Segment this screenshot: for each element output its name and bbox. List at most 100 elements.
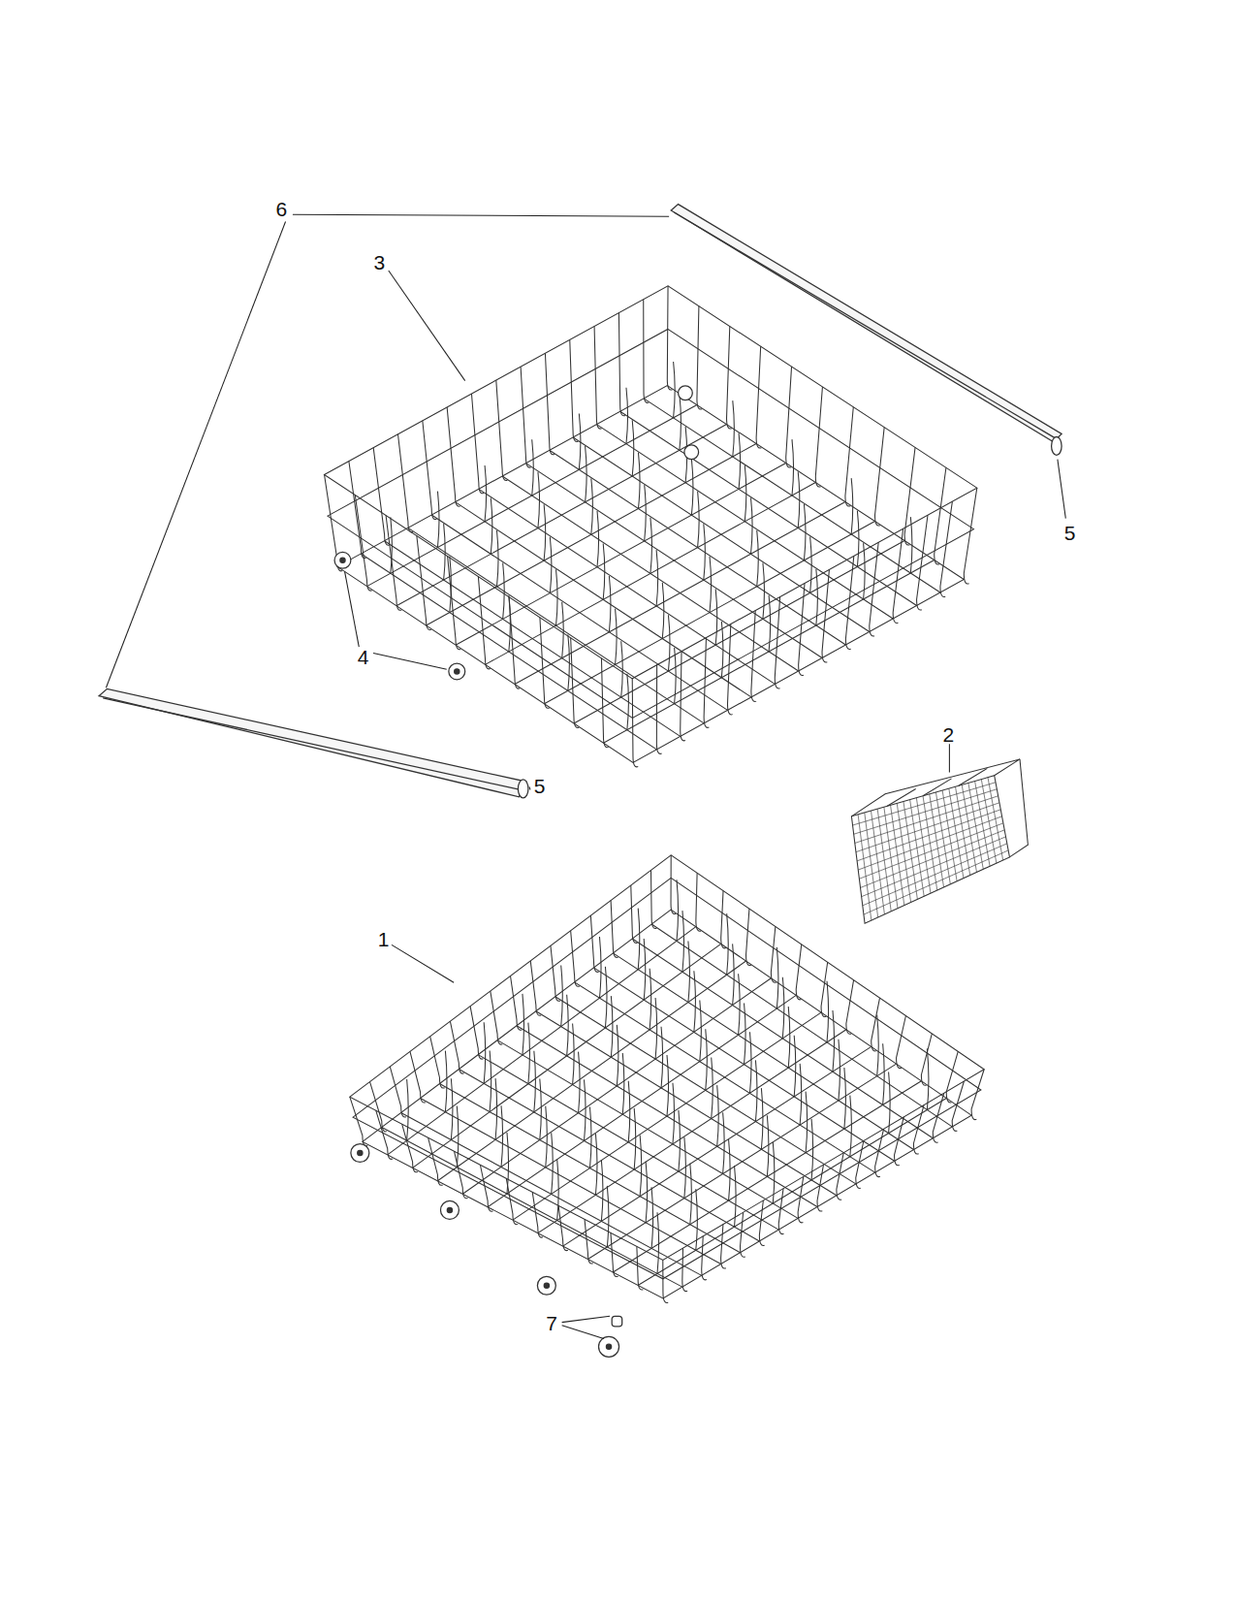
leader-line xyxy=(529,786,531,790)
rack-tine xyxy=(543,504,546,561)
lower-wheel xyxy=(440,1200,459,1219)
rack-tine xyxy=(705,1028,708,1090)
rack-side-wire xyxy=(680,651,686,741)
basket-mesh xyxy=(858,823,1004,879)
rack-tine xyxy=(632,419,634,476)
rails xyxy=(98,204,1062,798)
rack-tine xyxy=(655,997,658,1059)
wheels xyxy=(334,385,699,1357)
rack-side-wire xyxy=(610,900,619,958)
rack-tine xyxy=(545,1106,548,1168)
floor-wire xyxy=(516,1025,818,1207)
rack-tine xyxy=(751,497,754,554)
wheel-clip xyxy=(611,1315,623,1327)
rack-tine xyxy=(657,1211,660,1273)
rack-side-wire xyxy=(670,855,676,915)
rack-side-wire xyxy=(376,1109,393,1159)
rack-side-wire xyxy=(896,1014,907,1068)
silverware-basket xyxy=(851,759,1028,923)
rack-side-wire xyxy=(682,1247,688,1292)
rack-side-wire xyxy=(904,446,916,545)
rack-tine xyxy=(621,640,624,698)
rack-tine xyxy=(684,1136,687,1198)
floor-wire xyxy=(555,996,856,1184)
rack-tine xyxy=(538,472,540,529)
rack-tine xyxy=(805,1091,808,1153)
leader-line xyxy=(1057,459,1066,519)
rack-tine xyxy=(584,1078,587,1141)
rail-edge xyxy=(102,697,520,791)
wheel-hub xyxy=(340,557,346,563)
rack-side-wire xyxy=(643,299,650,404)
callout-number: 3 xyxy=(373,252,385,273)
rack-tine xyxy=(799,1063,802,1125)
rack-side-wire xyxy=(544,352,555,454)
rack-tine xyxy=(637,452,640,509)
rail-cap xyxy=(517,779,529,798)
leader-line xyxy=(388,270,466,381)
rack-tine xyxy=(711,1056,714,1118)
rack-tine xyxy=(483,1021,486,1083)
leader-line xyxy=(562,1315,610,1322)
rack-side-wire xyxy=(477,576,490,669)
leader-line xyxy=(105,221,286,689)
floor-wire xyxy=(484,482,816,666)
basket-mesh xyxy=(861,836,1007,897)
rack-tine xyxy=(656,549,659,606)
rack-tine xyxy=(667,614,670,671)
leader-line xyxy=(373,653,447,670)
floor-wire xyxy=(408,527,704,724)
rack-side-wire xyxy=(354,494,372,591)
rack-tine xyxy=(682,910,685,972)
rack-tine xyxy=(826,981,829,1043)
floor-wire xyxy=(387,926,697,1155)
leader-lines xyxy=(105,214,1066,1338)
rack-tine xyxy=(803,504,806,561)
leader-line xyxy=(562,1325,604,1339)
rack-floor xyxy=(362,909,972,1299)
rack-tine xyxy=(850,1095,853,1157)
rack-tine xyxy=(495,1077,498,1140)
rack-tine xyxy=(661,1026,664,1088)
rack-tine xyxy=(407,1078,410,1141)
rack-tine xyxy=(501,1105,504,1167)
rack-tine xyxy=(694,970,697,1032)
floor-wire xyxy=(543,521,875,704)
rack-tine xyxy=(591,477,594,535)
callout-number: 6 xyxy=(276,198,288,220)
floor-wire xyxy=(514,502,846,685)
rack-side-wire xyxy=(539,617,550,709)
upper-wheel xyxy=(684,444,699,460)
rack-tine xyxy=(788,1006,791,1068)
rack-tine xyxy=(528,1022,531,1084)
rack-tine xyxy=(772,1141,775,1204)
rack-side-wire xyxy=(721,890,727,949)
rack-side-wire xyxy=(946,1050,958,1103)
rack-side-wire xyxy=(821,961,828,1016)
rack-tine xyxy=(643,938,646,1000)
callout-number: 5 xyxy=(534,775,546,796)
rack-side-wire xyxy=(663,1259,668,1302)
wheel-hub xyxy=(543,1282,549,1288)
rack-side-wire xyxy=(422,420,438,520)
rack-tine xyxy=(444,1050,447,1112)
leader-line xyxy=(345,570,360,647)
leader-line xyxy=(949,743,951,772)
rail-edge xyxy=(673,212,1056,440)
rack-tine xyxy=(443,523,446,580)
rack-tine xyxy=(766,1114,769,1176)
rack-side-wire xyxy=(817,1164,824,1211)
rack-tine xyxy=(877,1014,880,1077)
rack-tine xyxy=(744,465,747,522)
floor-wire xyxy=(573,540,905,724)
rack-tine xyxy=(851,477,854,535)
rack-side-wire xyxy=(845,555,854,649)
rail-cap xyxy=(1051,436,1063,455)
rack-tine xyxy=(838,1039,841,1101)
rack-rim xyxy=(352,877,982,1278)
rack-tine xyxy=(844,1067,847,1129)
wheel-hub xyxy=(357,1149,363,1155)
rack-tine xyxy=(507,1132,509,1194)
rack-side-wire xyxy=(846,980,855,1035)
